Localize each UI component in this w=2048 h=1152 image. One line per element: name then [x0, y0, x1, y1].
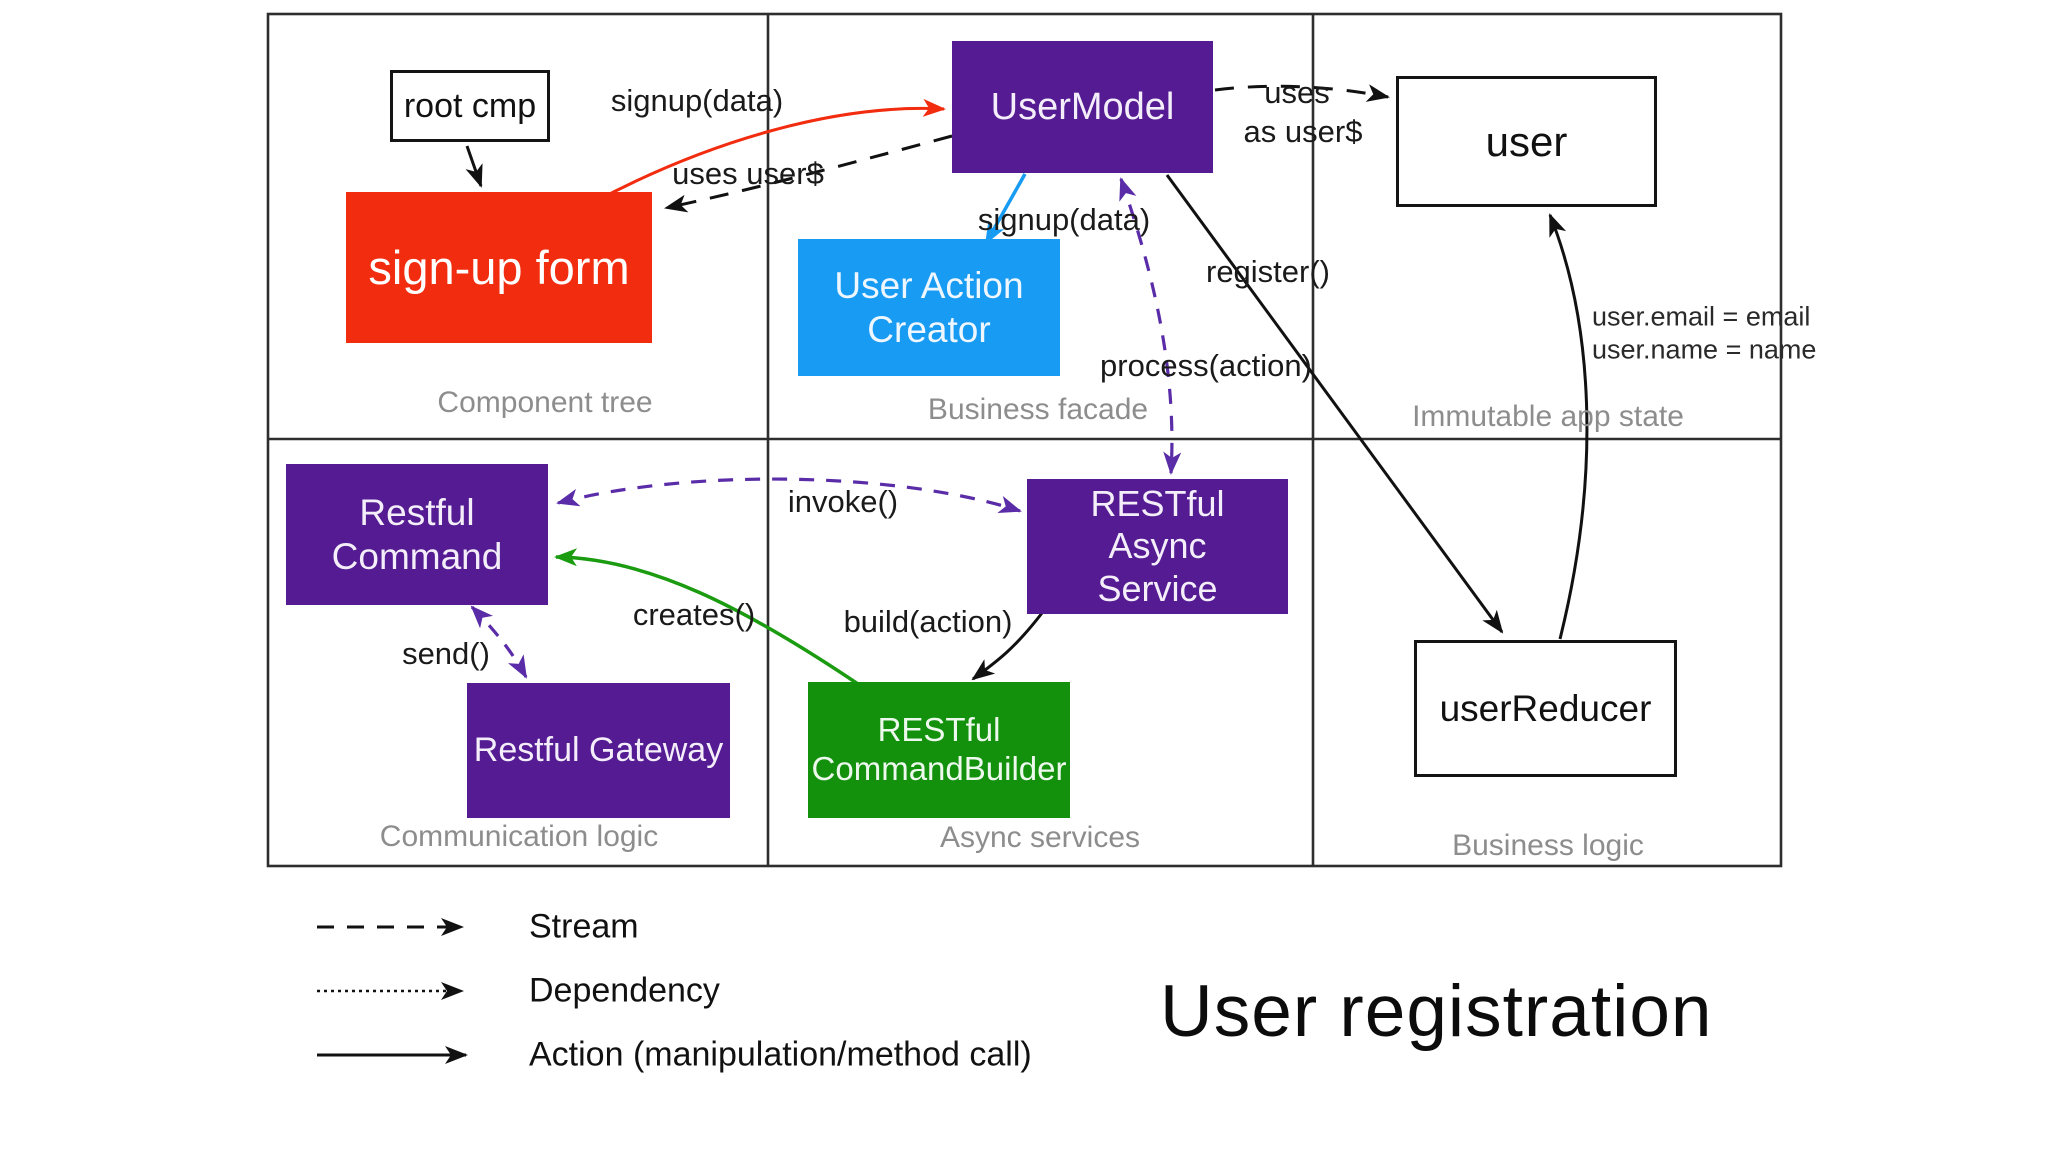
- edge-label-user-email: user.email = email: [1592, 301, 1811, 332]
- node-restful-async-service-label: RESTful Async Service: [1090, 482, 1225, 609]
- action-arrows: [465, 98, 1589, 686]
- node-user-model: UserModel: [952, 41, 1213, 173]
- edge-label-user-name: user.name = name: [1592, 334, 1817, 365]
- node-restful-gateway: Restful Gateway: [467, 683, 730, 818]
- edge-label-process-action: process(action): [1100, 348, 1312, 383]
- legend-label-dependency: Dependency: [529, 971, 720, 1010]
- node-user-reducer: userReducer: [1414, 640, 1677, 777]
- panel-label-communication-logic: Communication logic: [379, 820, 659, 853]
- edge-label-invoke: invoke(): [787, 484, 899, 519]
- edge-userreducer-to-user: [1548, 213, 1589, 640]
- node-restful-command-builder: RESTful CommandBuilder: [808, 682, 1070, 818]
- edge-label-register: register(): [1205, 254, 1331, 289]
- edge-signupform-to-usermodel: [595, 98, 946, 203]
- node-user-model-label: UserModel: [990, 85, 1175, 128]
- node-restful-command-label: Restful Command: [331, 491, 503, 577]
- panel-label-immutable-app-state: Immutable app state: [1412, 400, 1684, 433]
- edge-label-signup-data-top: signup(data): [610, 83, 784, 118]
- legend-label-stream: Stream: [529, 907, 639, 946]
- node-user-action-creator-label: User Action Creator: [834, 264, 1024, 350]
- legend-label-action: Action (manipulation/method call): [529, 1035, 1032, 1074]
- edge-commandbuilder-to-restfulcommand: [554, 548, 859, 686]
- edge-label-as-user: as user$: [1243, 114, 1363, 149]
- node-restful-async-service: RESTful Async Service: [1027, 479, 1288, 614]
- stream-arrows: [470, 84, 1390, 679]
- node-user-reducer-label: userReducer: [1439, 687, 1652, 729]
- panel-label-business-logic: Business logic: [1452, 829, 1644, 862]
- node-restful-command-builder-label: RESTful CommandBuilder: [811, 711, 1067, 787]
- panel-label-business-facade: Business facade: [927, 393, 1149, 426]
- diagram-title: User registration: [1160, 971, 1713, 1052]
- edge-label-signup-data-mid: signup(data): [977, 202, 1151, 237]
- node-root-cmp-label: root cmp: [403, 86, 537, 125]
- edge-label-creates: creates(): [632, 597, 756, 632]
- node-signup-form: sign-up form: [346, 192, 652, 343]
- node-restful-command: Restful Command: [286, 464, 548, 605]
- edge-asyncservice-restfulcommand-stream: [556, 477, 1022, 514]
- node-root-cmp: root cmp: [390, 70, 550, 142]
- edge-label-uses: uses: [1264, 75, 1330, 110]
- edge-usermodel-to-userreducer: [1165, 174, 1504, 634]
- node-user-label: user: [1485, 117, 1568, 165]
- edge-usermodel-to-signupform-stream: [664, 134, 953, 213]
- panel-grid: [266, 12, 1783, 868]
- edge-usermodel-asyncservice-stream: [1119, 177, 1182, 475]
- edge-label-send: send(): [402, 636, 490, 671]
- edge-label-uses-user: uses user$: [672, 156, 824, 191]
- node-signup-form-label: sign-up form: [368, 240, 630, 294]
- legend-swatches: [317, 918, 468, 1064]
- edge-label-build-action: build(action): [843, 604, 1013, 639]
- node-restful-gateway-label: Restful Gateway: [473, 731, 724, 770]
- edge-restfulcommand-gateway-stream: [470, 605, 528, 679]
- node-user-action-creator: User Action Creator: [798, 239, 1060, 376]
- panel-label-component-tree: Component tree: [437, 386, 653, 419]
- edge-asyncservice-to-commandbuilder: [971, 612, 1044, 681]
- edge-rootcmp-to-signupform: [465, 145, 483, 188]
- panel-label-async-services: Async services: [939, 821, 1141, 854]
- edge-usermodel-to-actioncreator: [984, 173, 1027, 245]
- node-user: user: [1396, 76, 1657, 207]
